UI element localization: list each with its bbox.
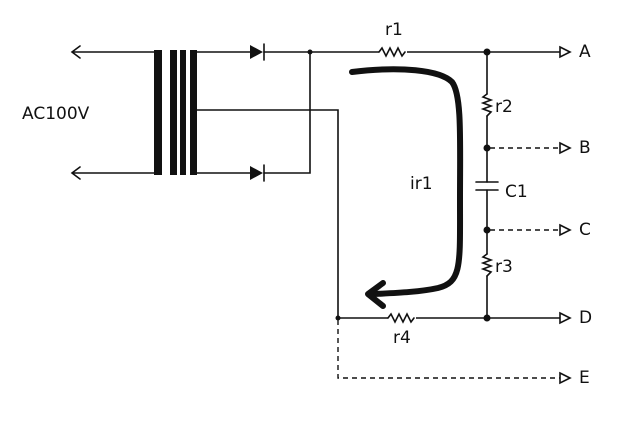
resistor-r1 [378, 46, 406, 58]
label-r4: r4 [393, 328, 411, 348]
junction-dots [307, 48, 491, 322]
output-e-wire [337, 320, 560, 379]
output-a-wire [486, 45, 572, 59]
input-terminal-bottom [70, 166, 157, 180]
resistor-r3 [480, 253, 494, 277]
diode-bottom [250, 164, 265, 182]
output-b-label: B [579, 138, 591, 158]
current-arrow [349, 66, 464, 297]
transformer [154, 50, 197, 175]
source-label: AC100V [22, 104, 90, 124]
capacitor-c1 [475, 181, 499, 191]
current-arrowhead-icon [365, 280, 386, 309]
diode-top [250, 43, 265, 61]
output-a-label: A [579, 42, 591, 62]
label-c1: C1 [505, 182, 528, 202]
output-c-label: C [579, 220, 591, 240]
output-e-label: E [579, 368, 590, 388]
current-label: ir1 [410, 174, 433, 194]
label-r1: r1 [385, 20, 403, 40]
input-terminal-top [70, 45, 157, 59]
resistor-r4 [387, 312, 415, 324]
secondary-winding [190, 50, 197, 175]
wire-bottom-rectifier [196, 51, 311, 174]
label-r2: r2 [495, 97, 513, 117]
label-r3: r3 [495, 257, 513, 277]
core-bar-left [170, 50, 177, 175]
ac-input-terminals [70, 45, 157, 180]
output-d-wire [486, 311, 572, 325]
primary-winding [154, 50, 162, 175]
core-bar-right [180, 50, 186, 175]
resistor-r2 [480, 93, 494, 117]
output-d-label: D [579, 308, 593, 328]
